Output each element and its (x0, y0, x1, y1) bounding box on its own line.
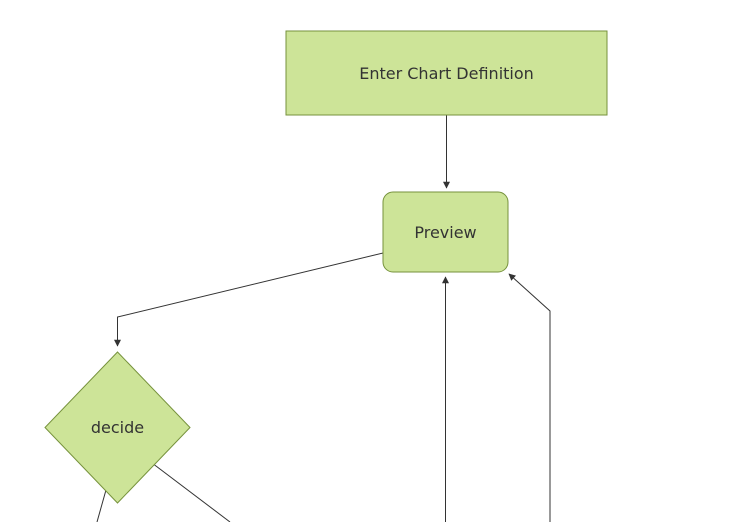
node-preview-shape (382, 191, 509, 273)
node-decide: decide (44, 351, 191, 504)
node-preview-label: Preview (414, 223, 476, 242)
edge-bottom-right-to-preview (508, 273, 551, 522)
node-enter-chart-definition-shape (285, 30, 608, 116)
node-enter-chart-definition-label: Enter Chart Definition (359, 64, 534, 83)
node-preview: Preview (382, 191, 509, 273)
node-enter-chart-definition: Enter Chart Definition (285, 30, 608, 116)
edge-decide-downward-left (96, 489, 107, 522)
edge-preview-to-decide (114, 252, 384, 347)
node-decide-label: decide (91, 418, 144, 437)
node-decide-shape (44, 351, 191, 504)
edge-group (96, 115, 551, 522)
edge-decide-downward-right (151, 462, 231, 522)
